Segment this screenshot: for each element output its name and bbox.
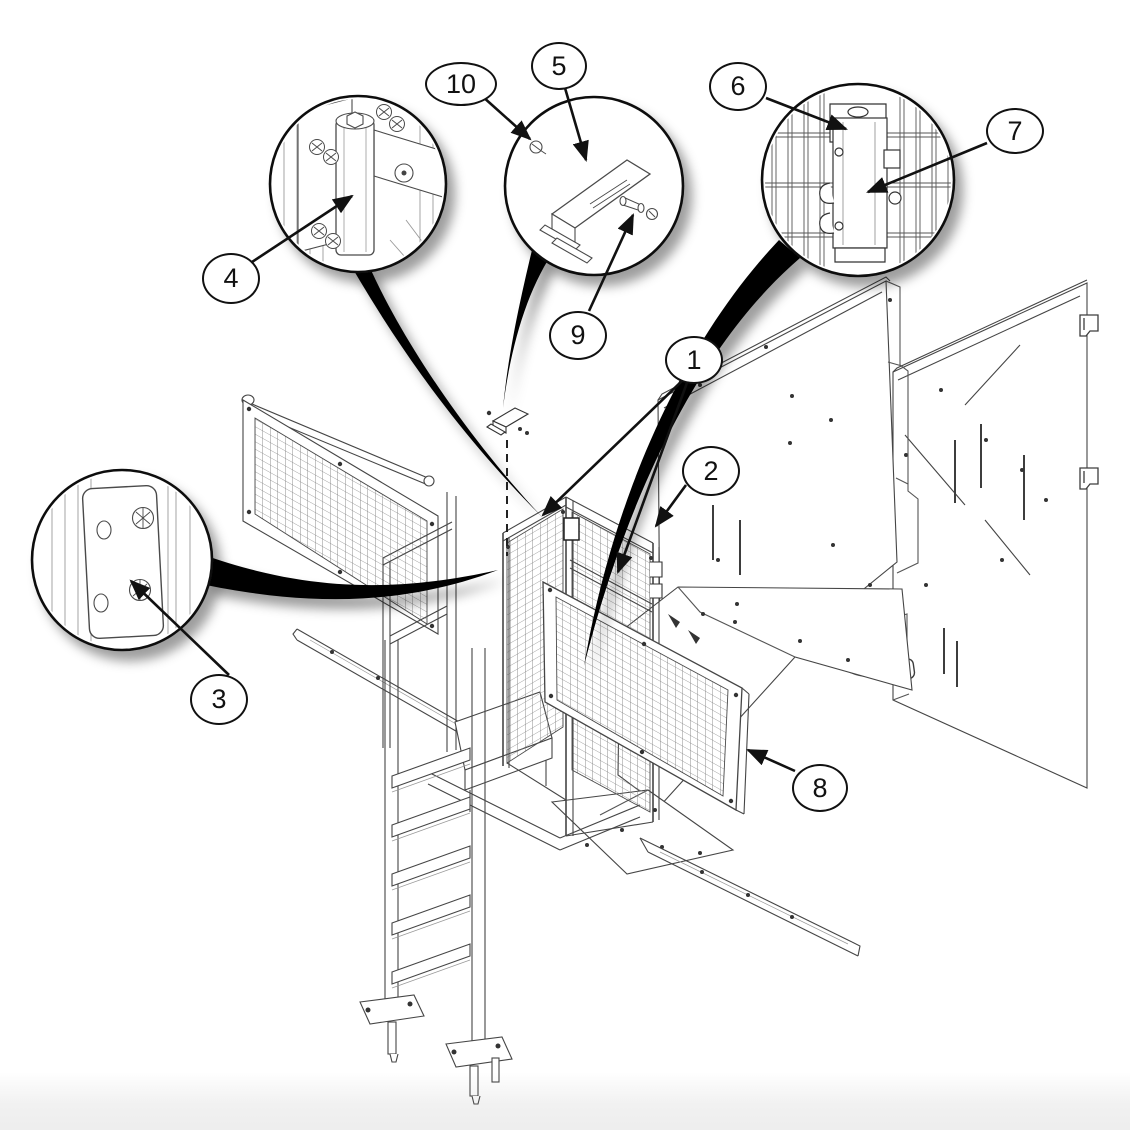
callout-label: 3 xyxy=(211,684,227,714)
direction-arrows xyxy=(668,614,700,644)
callout-label: 6 xyxy=(730,71,746,101)
callout-label: 2 xyxy=(703,455,719,486)
callout-balloon-6: 6 xyxy=(709,62,767,111)
arrow-callout-2 xyxy=(654,484,688,528)
door-frame-bolts xyxy=(547,587,739,804)
door-hinge-tabs xyxy=(650,561,663,599)
arrow-callout-3 xyxy=(129,579,230,676)
callout-label: 10 xyxy=(445,68,477,99)
callout-balloon-8: 8 xyxy=(792,764,848,812)
detail-circle-lock xyxy=(760,82,956,278)
callout-label: 1 xyxy=(686,344,702,375)
door-latch-block xyxy=(563,517,580,541)
detail-circle-latch xyxy=(503,95,685,277)
callout-balloon-9: 9 xyxy=(549,311,607,360)
callout-balloon-2: 2 xyxy=(682,446,740,496)
panel-hinge-bracket xyxy=(1079,314,1099,490)
callout-label: 9 xyxy=(570,320,586,350)
panel-frame-bolts xyxy=(246,406,435,629)
floor-rail-left xyxy=(292,628,483,747)
side-panel-inner xyxy=(657,276,919,663)
callout-balloon-10: 10 xyxy=(425,62,497,106)
arrow-callout-1b xyxy=(616,379,690,574)
leader-swooshes xyxy=(206,240,800,666)
callout-balloon-4: 4 xyxy=(202,253,260,304)
ladder-treads xyxy=(391,747,471,989)
main-assembly xyxy=(241,276,1099,1105)
arrow-callout-9 xyxy=(587,213,635,312)
arrow-callout-10 xyxy=(481,95,532,141)
detail-circle-plate xyxy=(30,468,214,652)
swoosh-plate-detail xyxy=(206,556,498,600)
floor-rail-right xyxy=(639,837,861,957)
arrow-callout-5 xyxy=(563,87,589,162)
swoosh-latch-detail xyxy=(503,250,548,408)
arrow-callout-4 xyxy=(251,194,354,264)
arrow-callout-7 xyxy=(866,141,988,194)
callout-balloon-1: 1 xyxy=(665,336,723,384)
callout-label: 4 xyxy=(223,263,239,293)
callout-balloon-5: 5 xyxy=(531,42,587,90)
callout-balloon-3: 3 xyxy=(190,674,248,725)
callout-label: 7 xyxy=(1007,115,1023,146)
arrow-callout-8 xyxy=(746,748,796,773)
latch-part-exploded xyxy=(486,407,530,436)
ladder-feet xyxy=(359,994,513,1105)
detail-circle-hinge xyxy=(268,94,448,274)
guard-panel-left xyxy=(242,399,439,635)
detail-views xyxy=(30,82,956,652)
arrow-callout-6 xyxy=(765,96,848,131)
callout-arrows xyxy=(129,87,988,773)
callout-label: 8 xyxy=(812,772,828,803)
callout-balloon-7: 7 xyxy=(986,108,1044,154)
floor-shadow-band xyxy=(0,1072,1130,1130)
arrow-callout-1a xyxy=(541,378,685,517)
callout-label: 5 xyxy=(551,50,567,81)
swoosh-hinge-detail xyxy=(350,264,543,518)
ladder xyxy=(359,640,513,1105)
